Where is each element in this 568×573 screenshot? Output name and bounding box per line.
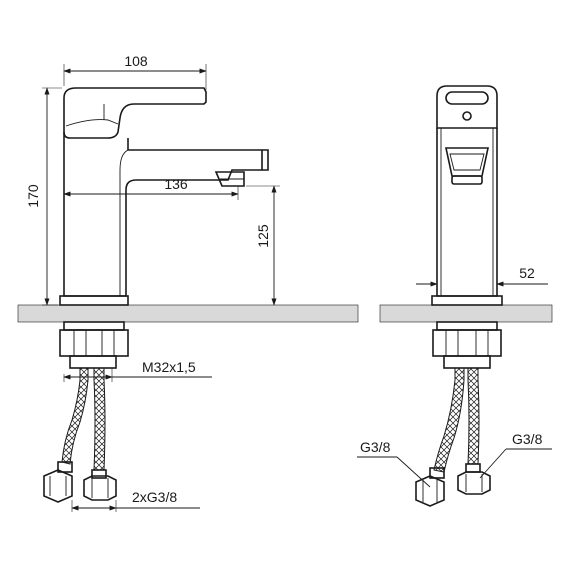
dim-label-125: 125 <box>255 224 271 248</box>
dim-136: 136 <box>63 176 239 200</box>
dim-125: 125 <box>246 185 280 306</box>
dim-label-52: 52 <box>519 265 535 281</box>
dim-52: 52 <box>416 265 548 292</box>
dim-label-108: 108 <box>124 53 148 69</box>
countertop-front <box>17 304 359 323</box>
dim-label-136: 136 <box>164 176 188 192</box>
side-view: 52 G3/8 G3/8 <box>357 85 553 507</box>
thread-callout: M32x1,5 <box>63 359 212 382</box>
faucet-body-front <box>59 132 269 306</box>
dim-108: 108 <box>63 53 207 90</box>
faucet-body-side <box>431 85 503 306</box>
hose-left-label: G3/8 <box>360 439 391 455</box>
lever-handle-front <box>63 87 207 139</box>
hose-left-callout: G3/8 <box>357 439 431 488</box>
hose-right-callout: G3/8 <box>479 431 552 479</box>
supply-hoses-side <box>415 367 491 507</box>
thread-label: M32x1,5 <box>142 359 196 375</box>
dim-label-170: 170 <box>25 184 41 208</box>
dim-170: 170 <box>25 87 62 306</box>
front-view: 108 170 136 125 M32x1,5 <box>17 53 359 512</box>
hose-right-label: G3/8 <box>512 431 543 447</box>
threaded-shank-front <box>59 321 129 369</box>
supply-hoses-front <box>43 367 117 503</box>
hose-connection-label: 2xG3/8 <box>132 489 177 505</box>
countertop-side <box>379 304 553 323</box>
hose-connection-callout: 2xG3/8 <box>71 489 200 512</box>
threaded-shank-side <box>432 321 502 369</box>
